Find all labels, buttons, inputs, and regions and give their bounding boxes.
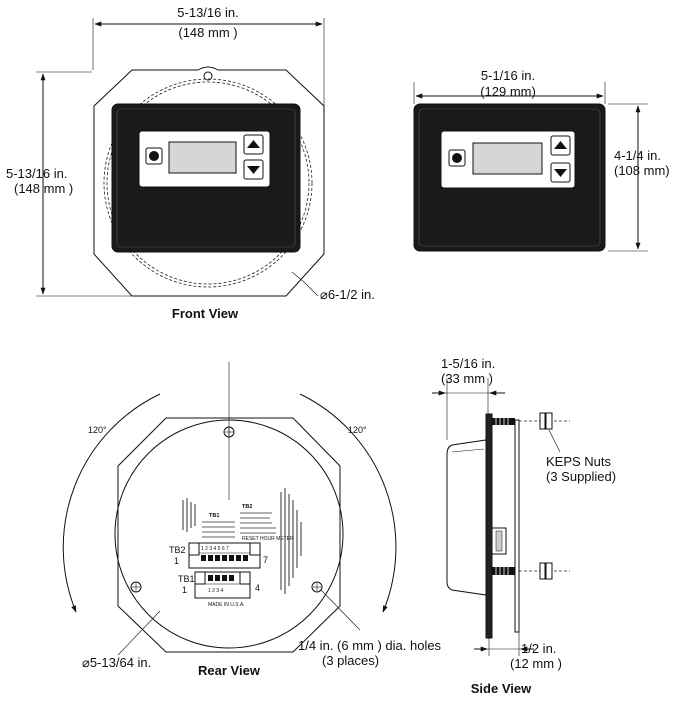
- front-diameter-leader: [291, 271, 319, 297]
- rear-tb1-header: TB1: [209, 513, 219, 519]
- rear-tb1-label: TB1: [178, 574, 195, 584]
- side-depth-mm: (33 mm ): [441, 371, 493, 386]
- front-lcd: [168, 141, 237, 174]
- rear-holes-leader: [320, 589, 361, 631]
- side-front-plate: [485, 413, 493, 639]
- panel-height-in: 4-1/4 in.: [614, 148, 661, 163]
- rear-holes-label-1: 1/4 in. (6 mm ) dia. holes: [298, 638, 442, 653]
- rear-tb2-label: TB2: [169, 545, 186, 555]
- rear-reset-label: RESET HOUR METER: [242, 536, 294, 542]
- rear-tb1-right-num: 4: [255, 583, 260, 593]
- panel-down-arrow-icon: [554, 169, 567, 177]
- rear-tb2-right-num: 7: [263, 555, 268, 565]
- front-up-arrow-icon: [247, 140, 260, 148]
- rear-angle-right: 120°: [348, 425, 367, 435]
- front-view: 5-13/16 in. (148 mm ) 5-13/16 in. (148 m…: [6, 5, 375, 321]
- side-keps-label-2: (3 Supplied): [546, 469, 616, 484]
- rear-small-text-block: [202, 512, 276, 538]
- panel-width-in: 5-1/16 in.: [481, 68, 535, 83]
- panel-height-mm: (108 mm): [614, 163, 670, 178]
- rear-diameter-leader: [117, 610, 161, 656]
- side-view: 1-5/16 in. (33 mm ) KEPS Nuts: [432, 356, 616, 696]
- front-view-caption: Front View: [172, 306, 239, 321]
- front-housing-outline: [93, 66, 325, 297]
- rear-tb1-pins: 1 2 3 4: [208, 588, 224, 594]
- rear-view: 120° 120° ⌀5-13/64 in. 1/4 in. (6 mm ) d…: [62, 362, 442, 678]
- front-width-mm: (148 mm ): [178, 25, 237, 40]
- side-keps-nut-bottom: [539, 562, 546, 580]
- front-height-mm: (148 mm ): [14, 181, 73, 196]
- panel-width-mm: (129 mm): [480, 84, 536, 99]
- rear-angle-left: 120°: [88, 425, 107, 435]
- panel-up-arrow-icon: [554, 141, 567, 149]
- panel-reset-dot-icon: [452, 153, 462, 163]
- rear-tb2-header: TB2: [242, 504, 252, 510]
- front-width-in: 5-13/16 in.: [177, 5, 238, 20]
- side-keps-nut-top: [539, 412, 546, 430]
- side-thick-mm: (12 mm ): [510, 656, 562, 671]
- rear-label-lines: [182, 488, 302, 594]
- side-depth-in: 1-5/16 in.: [441, 356, 495, 371]
- rear-view-caption: Rear View: [198, 663, 261, 678]
- front-top-hole: [203, 71, 213, 81]
- rear-tb2-pins: 1 2 3 4 5 6 7: [201, 546, 229, 552]
- front-height-in: 5-13/16 in.: [6, 166, 67, 181]
- rear-arc-left: [62, 393, 161, 613]
- rear-holes-label-2: (3 places): [322, 653, 379, 668]
- side-mounting-panel: [514, 419, 520, 633]
- front-diameter-label: ⌀6-1/2 in.: [320, 287, 375, 302]
- side-thick-in: 1/2 in.: [521, 641, 556, 656]
- rear-tb2-left-num: 1: [174, 556, 179, 566]
- rear-hole-top: [223, 426, 235, 438]
- panel-lcd: [472, 142, 543, 175]
- rear-tb2-block: [188, 542, 261, 569]
- panel-view: 5-1/16 in. (129 mm) 4-1/4 in. (108 mm): [413, 68, 670, 252]
- rear-inner-circle: [114, 419, 344, 649]
- rear-hole-right: [311, 581, 323, 593]
- front-mounting-circle: [103, 78, 313, 288]
- side-keps-label-1: KEPS Nuts: [546, 454, 612, 469]
- front-reset-dot-icon: [149, 151, 159, 161]
- front-down-arrow-icon: [247, 166, 260, 174]
- rear-diameter-label: ⌀5-13/64 in.: [82, 655, 151, 670]
- side-stud-top: [492, 418, 515, 425]
- side-view-caption: Side View: [471, 681, 532, 696]
- front-mounting-circle-inner: [106, 81, 310, 285]
- rear-arc-right: [299, 393, 397, 613]
- side-keps-leader: [548, 429, 561, 453]
- rear-made-in: MADE IN U.S.A.: [208, 602, 245, 608]
- side-stud-bottom: [492, 567, 515, 575]
- rear-tb1-left-num: 1: [182, 585, 187, 595]
- rear-hole-left: [130, 581, 142, 593]
- side-body: [446, 439, 487, 596]
- rear-housing-outline: [117, 417, 341, 653]
